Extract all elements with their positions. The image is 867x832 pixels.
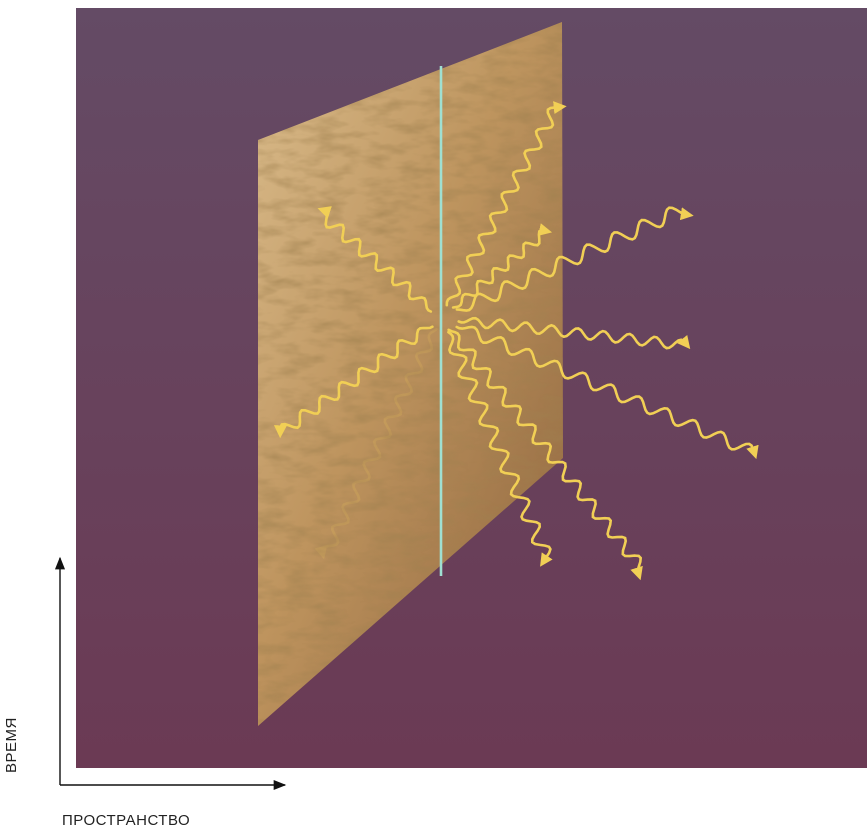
light-wave-6 [447, 328, 643, 581]
time-axis-label: ВРЕМЯ [3, 717, 20, 773]
light-wave-5 [455, 325, 759, 460]
light-wave-7 [447, 330, 553, 567]
light-wave-2 [451, 223, 553, 309]
space-axis-label: ПРОСТРАНСТВО [62, 812, 191, 829]
light-wave-3 [455, 206, 694, 312]
front-waves [273, 101, 759, 581]
light-wave-1 [445, 101, 567, 307]
spacetime-sheet [258, 22, 563, 726]
light-wave-4 [457, 316, 691, 350]
light-wave-8 [317, 206, 433, 313]
light-wave-9 [273, 325, 434, 439]
